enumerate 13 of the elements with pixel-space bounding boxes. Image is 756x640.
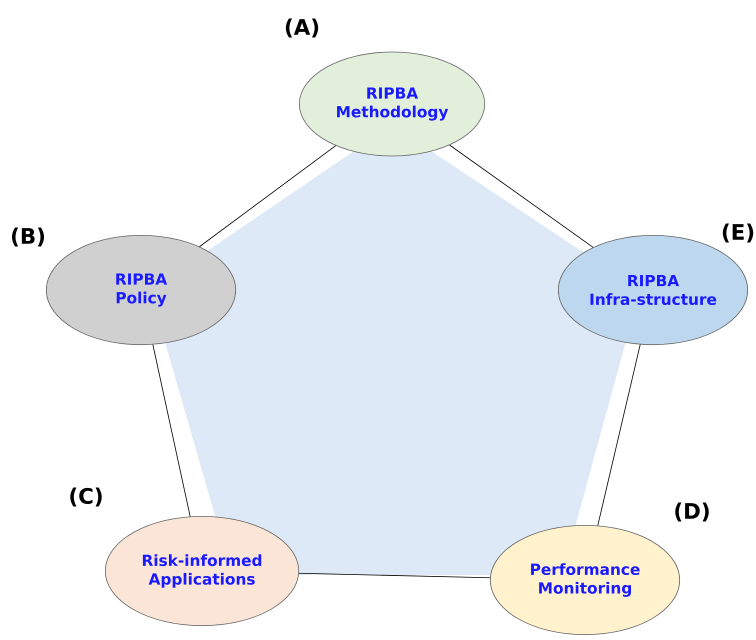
node-letter: (B) [12, 228, 44, 246]
node-letter: (D) [675, 502, 709, 522]
line [152, 344, 191, 517]
node-letter: (C) [70, 488, 102, 506]
line [298, 572, 490, 578]
ellipse-node: RIPBA Policy [46, 234, 236, 346]
ellipse-node: Risk-informed Applications [104, 516, 300, 626]
node-letter: (A) [286, 18, 318, 38]
ellipse-node: Performance Monitoring [490, 524, 680, 636]
line [449, 144, 594, 248]
line [199, 145, 336, 248]
ellipse-node: RIPBA Methodology [298, 52, 486, 156]
line [597, 344, 641, 526]
